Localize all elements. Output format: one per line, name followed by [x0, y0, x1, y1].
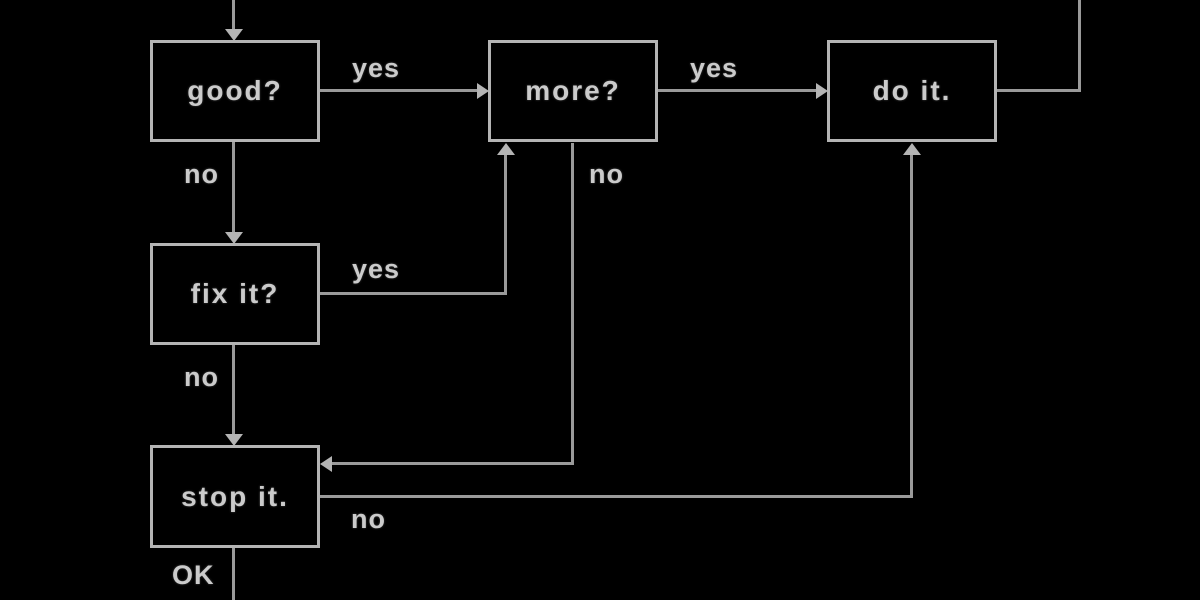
edge-good-to-more-line	[320, 89, 478, 92]
arrowhead-left-into-stop-it	[320, 456, 332, 472]
edge-entry-to-good-line	[232, 0, 235, 31]
node-fix-it-label: fix it?	[190, 278, 280, 309]
edge-good-to-fix-it-line	[232, 142, 235, 234]
arrowhead-up-into-more	[497, 143, 515, 155]
edge-more-to-do-it-line	[658, 89, 817, 92]
edge-do-it-exit-line-h	[997, 89, 1081, 92]
edge-label-fix-it-to-more-yes: yes	[352, 254, 401, 284]
edge-stop-it-exit-line	[232, 548, 235, 600]
arrowhead-down-into-fix-it	[225, 232, 243, 244]
node-do-it: do it.	[827, 40, 997, 142]
edge-stop-it-to-do-it-line-v	[910, 153, 913, 498]
edge-stop-it-to-do-it-line-h	[320, 495, 913, 498]
edge-label-stop-it-to-do-it-no: no	[351, 504, 386, 534]
edge-more-to-stop-it-line-h	[330, 462, 574, 465]
edge-label-more-to-stop-it-no: no	[589, 159, 624, 189]
node-good-label: good?	[187, 75, 283, 106]
edge-label-good-to-fix-it-no: no	[184, 159, 219, 189]
arrowhead-down-into-good	[225, 29, 243, 41]
edge-fix-it-to-more-line-h	[320, 292, 507, 295]
node-do-it-label: do it.	[872, 75, 952, 106]
node-stop-it: stop it.	[150, 445, 320, 548]
node-stop-it-label: stop it.	[181, 480, 289, 512]
edge-label-fix-it-to-stop-it-no: no	[184, 362, 219, 392]
edge-more-to-stop-it-line-v	[571, 143, 574, 465]
arrowhead-right-into-do-it	[816, 83, 828, 99]
node-fix-it: fix it?	[150, 243, 320, 345]
node-more: more?	[488, 40, 658, 142]
arrowhead-up-into-do-it	[903, 143, 921, 155]
arrowhead-down-into-stop-it	[225, 434, 243, 446]
edge-fix-it-to-more-line-v	[504, 153, 507, 295]
edge-label-stop-it-exit-ok: OK	[172, 560, 215, 590]
node-more-label: more?	[525, 75, 621, 106]
edge-fix-it-to-stop-it-line	[232, 345, 235, 436]
edge-label-more-to-do-it-yes: yes	[690, 53, 739, 83]
arrowhead-right-into-more	[477, 83, 489, 99]
node-good: good?	[150, 40, 320, 142]
edge-label-good-to-more-yes: yes	[352, 53, 401, 83]
edge-do-it-exit-line-v	[1078, 0, 1081, 92]
